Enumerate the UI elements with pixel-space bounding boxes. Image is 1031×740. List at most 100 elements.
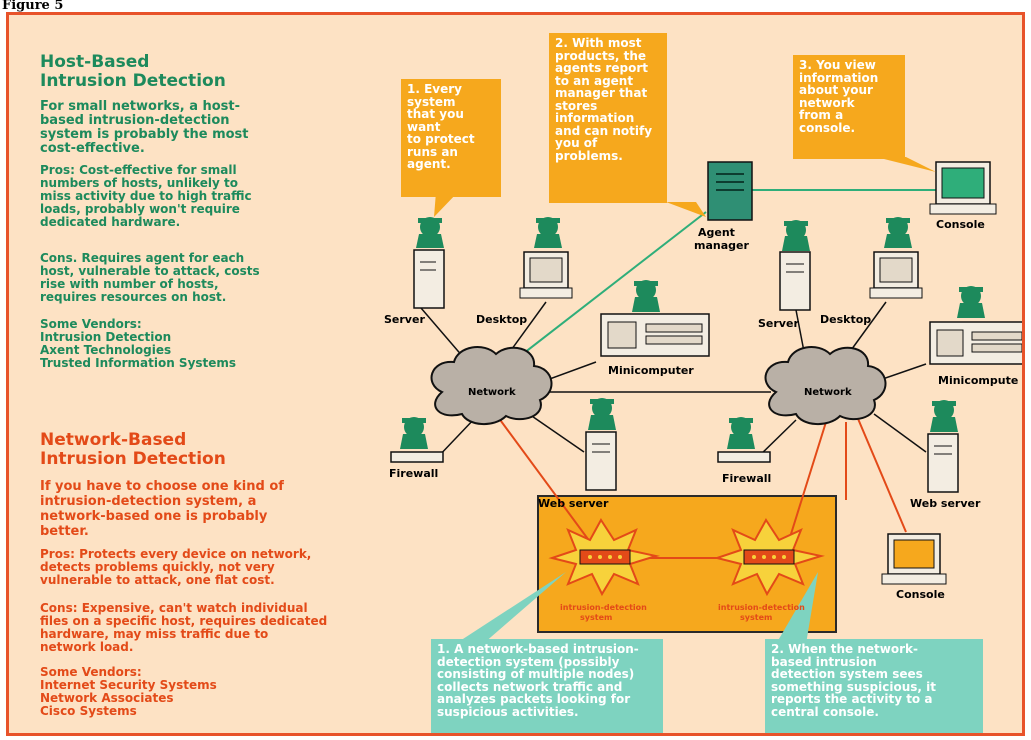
label-desktop-left: Desktop <box>476 313 527 326</box>
host-vendors-line: Intrusion Detection <box>40 330 172 344</box>
callout-line: 2. When the network- <box>771 642 918 656</box>
host-intro-line: For small networks, a host- <box>40 99 241 114</box>
label-ids-left-1: intrusion-detection <box>560 603 647 612</box>
host-pros-line: numbers of hosts, unlikely to <box>40 176 238 190</box>
callout-line: agents report <box>555 61 648 75</box>
agent-figure-icon <box>400 417 428 449</box>
agent-figure-icon <box>884 217 912 248</box>
host-cons: Cons. Requires agent for each host, vuln… <box>40 252 260 304</box>
network-cons-line: hardware, may miss traffic due to <box>40 627 269 641</box>
link-web-r-network <box>873 413 927 453</box>
host-title-line-1: Host-Based <box>40 52 150 72</box>
host-intro-line: cost-effective. <box>40 141 145 156</box>
network-vendors-line: Some Vendors: <box>40 665 142 679</box>
label-firewall-right: Firewall <box>722 472 771 485</box>
callout-host-2: 2. With most products, the agents report… <box>549 33 667 203</box>
console-icon <box>929 161 997 215</box>
callout-host-1: 1. Every system that you want to protect… <box>401 79 501 197</box>
callout-line: about your <box>799 83 873 97</box>
network-intro: If you have to choose one kind of intrus… <box>40 479 284 539</box>
network-vendors-line: Internet Security Systems <box>40 678 217 692</box>
host-title-line-2: Intrusion Detection <box>40 71 226 91</box>
callout-line: consisting of multiple nodes) <box>437 667 635 681</box>
desktop-icon <box>869 251 923 299</box>
network-vendors: Some Vendors: Internet Security Systems … <box>40 666 217 718</box>
network-intro-line: better. <box>40 524 89 539</box>
callout-line: manager that <box>555 86 648 100</box>
label-desktop-right: Desktop <box>820 313 871 326</box>
callout-line: to an agent <box>555 73 634 88</box>
minicomputer-icon <box>929 321 1022 365</box>
callout-line: suspicious activities. <box>437 704 579 719</box>
label-webserver-right: Web server <box>910 497 981 510</box>
host-section-title: Host-Based Intrusion Detection <box>40 53 226 91</box>
network-intro-line: If you have to choose one kind of <box>40 479 284 494</box>
label-ids-left-2: system <box>580 613 612 622</box>
callout-line: 1. A network-based intrusion- <box>437 642 639 656</box>
network-cons: Cons: Expensive, can't watch individual … <box>40 602 327 654</box>
svg-text:Network: Network <box>468 387 516 398</box>
server-icon <box>779 251 811 311</box>
callout-line: something suspicious, it <box>771 679 937 694</box>
host-vendors-line: Some Vendors: <box>40 317 142 331</box>
link-network-r-ids-right <box>785 421 827 551</box>
label-ids-right-2: system <box>740 613 772 622</box>
host-intro-line: system is probably the most <box>40 127 249 142</box>
link-network-r-console <box>855 413 907 533</box>
callout-line: detection system (possibly <box>437 654 620 669</box>
callout-line: you of <box>555 136 598 150</box>
network-pros-line: Pros: Protects every device on network, <box>40 547 312 561</box>
network-title-line-2: Intrusion Detection <box>40 449 226 469</box>
ids-burst-icon <box>713 518 825 597</box>
host-pros: Pros: Cost-effective for small numbers o… <box>40 164 252 229</box>
callout-line: 1. Every <box>407 82 462 96</box>
callout-pointer <box>666 202 706 217</box>
network-vendors-line: Cisco Systems <box>40 704 137 718</box>
label-agent-manager-1: Agent <box>698 226 735 239</box>
callout-pointer <box>446 572 566 650</box>
callout-line: information <box>555 111 635 125</box>
label-server-left: Server <box>384 313 425 326</box>
network-section-title: Network-Based Intrusion Detection <box>40 431 226 469</box>
agent-links <box>505 189 936 368</box>
network-pros: Pros: Protects every device on network, … <box>40 548 311 587</box>
host-intro: For small networks, a host- based intrus… <box>40 100 249 156</box>
callout-network-1: 1. A network-based intrusion- detection … <box>431 639 663 733</box>
network-cons-line: Cons: Expensive, can't watch individual <box>40 601 308 615</box>
network-diagram: Network Network <box>384 157 1022 650</box>
agent-manager-icon <box>707 161 753 221</box>
host-pros-line: dedicated hardware. <box>40 215 181 229</box>
callout-line: that you want <box>407 107 464 134</box>
host-cons-line: rise with number of hosts, <box>40 277 219 291</box>
callout-line: agent. <box>407 157 451 171</box>
network-intro-line: network-based one is probably <box>40 509 268 524</box>
callout-line: information <box>799 70 879 85</box>
callout-line: console. <box>799 120 856 135</box>
ids-burst-icon <box>548 518 660 597</box>
callout-line: to protect <box>407 132 475 146</box>
label-ids-right-1: intrusion-detection <box>718 603 805 612</box>
server-icon <box>585 431 617 491</box>
callout-line: from a <box>799 108 844 122</box>
callout-pointer <box>876 157 936 172</box>
label-webserver-left: Web server <box>538 497 609 510</box>
agent-figure-icon <box>930 400 958 432</box>
callout-line: reports the activity to a <box>771 692 933 706</box>
host-pros-line: loads, probably won't require <box>40 202 240 216</box>
callout-line: system <box>407 94 456 109</box>
callout-line: network <box>799 95 855 110</box>
firewall-icon <box>390 451 444 463</box>
infographic-panel: Host-Based Intrusion Detection For small… <box>6 12 1025 736</box>
callout-line: detection system sees <box>771 667 923 681</box>
host-vendors-line: Axent Technologies <box>40 343 172 357</box>
callout-line: based intrusion <box>771 654 877 669</box>
callout-line: products, the <box>555 48 647 63</box>
wired-connections <box>420 301 927 460</box>
network-title-line-1: Network-Based <box>40 430 187 450</box>
host-intro-line: based intrusion-detection <box>40 113 230 128</box>
agent-figure-icon <box>588 398 616 430</box>
network-intro-line: intrusion-detection system, a <box>40 494 257 509</box>
label-minicomputer-left: Minicomputer <box>608 364 694 377</box>
callout-pointer <box>434 192 458 217</box>
